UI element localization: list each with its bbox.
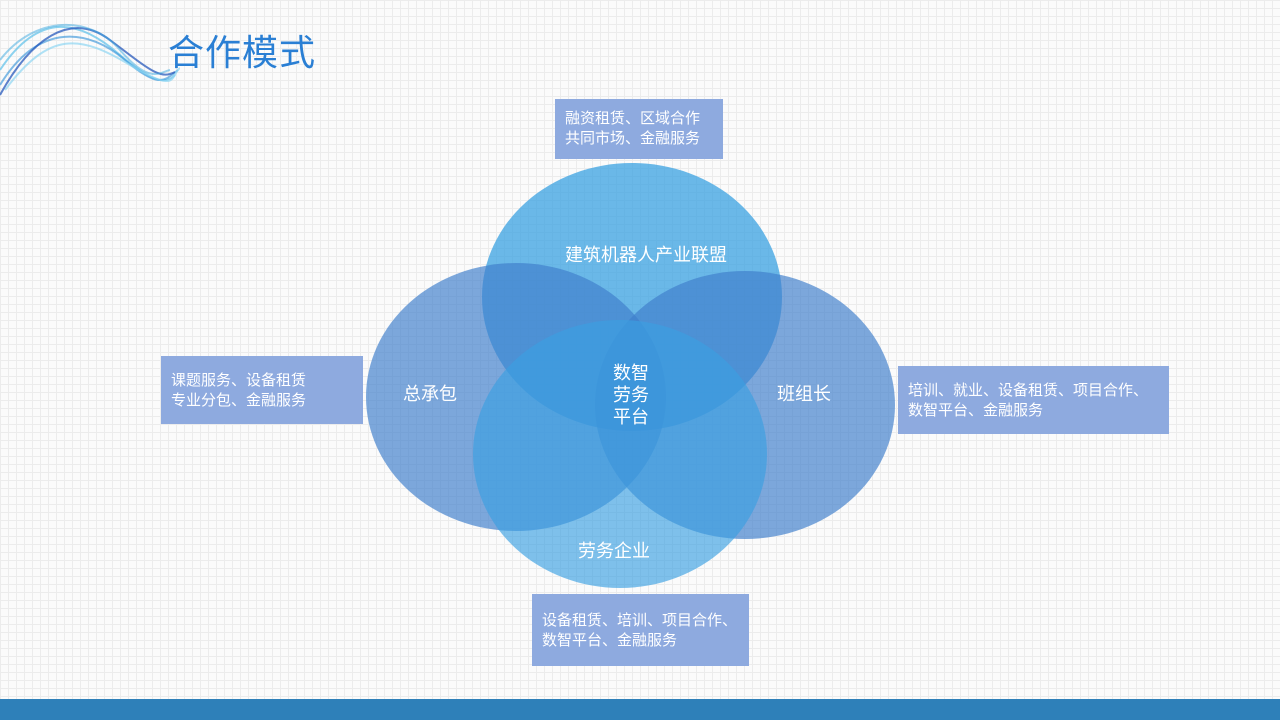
box-line: 融资租赁、区域合作 xyxy=(565,109,701,127)
box-line: 培训、就业、设备租赁、项目合作、 xyxy=(908,381,1149,399)
box-contractor-services: 课题服务、设备租赁 专业分包、金融服务 xyxy=(161,356,363,424)
box-labor-company-services: 设备租赁、培训、项目合作、 数智平台、金融服务 xyxy=(532,594,749,666)
circle-labor-company xyxy=(473,320,767,588)
wave-decoration xyxy=(0,23,180,96)
box-line: 数智平台、金融服务 xyxy=(542,631,678,649)
box-line: 课题服务、设备租赁 xyxy=(171,371,307,389)
box-line: 共同市场、金融服务 xyxy=(565,129,701,147)
box-alliance-services: 融资租赁、区域合作 共同市场、金融服务 xyxy=(555,99,723,159)
footer-bar xyxy=(0,699,1280,720)
label-labor-company: 劳务企业 xyxy=(578,541,650,562)
page-title: 合作模式 xyxy=(168,33,317,74)
box-line: 设备租赁、培训、项目合作、 xyxy=(542,611,738,629)
box-line: 专业分包、金融服务 xyxy=(171,391,307,409)
label-alliance: 建筑机器人产业联盟 xyxy=(565,245,727,266)
label-center-platform: 数智 劳务 平台 xyxy=(613,363,649,429)
center-line: 平台 xyxy=(613,407,649,428)
label-general-contractor: 总承包 xyxy=(403,384,457,405)
box-line: 数智平台、金融服务 xyxy=(908,401,1044,419)
center-line: 劳务 xyxy=(613,385,649,406)
box-team-leader-services: 培训、就业、设备租赁、项目合作、 数智平台、金融服务 xyxy=(898,366,1169,434)
center-line: 数智 xyxy=(613,363,649,384)
label-team-leader: 班组长 xyxy=(777,384,831,405)
